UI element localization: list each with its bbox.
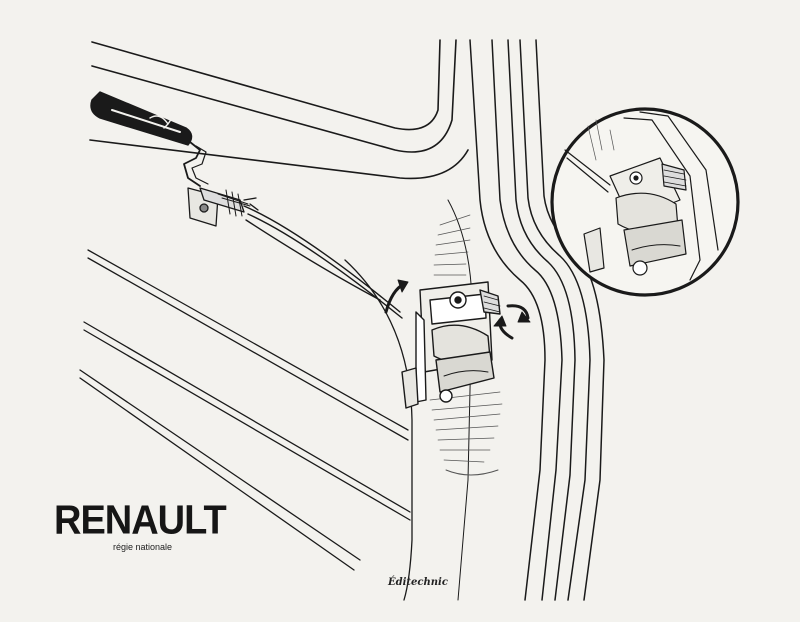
door-panel: [79, 249, 413, 601]
illustrator-signature: Éditechnic: [388, 577, 448, 588]
detail-inset: [550, 107, 740, 297]
control-rod: [243, 205, 403, 319]
door-handle: [90, 91, 209, 187]
door-pillar: [447, 39, 605, 601]
door-latch: [401, 281, 501, 409]
pillar-shading: [429, 214, 503, 476]
window-frame: [89, 39, 469, 180]
rotation-arrows: [384, 279, 531, 340]
brand-subtitle: régie nationale: [112, 542, 172, 552]
renault-logo: RENAULT régie nationale: [54, 497, 227, 552]
brand-name: RENAULT: [54, 497, 227, 544]
rod-bracket: [187, 187, 259, 227]
